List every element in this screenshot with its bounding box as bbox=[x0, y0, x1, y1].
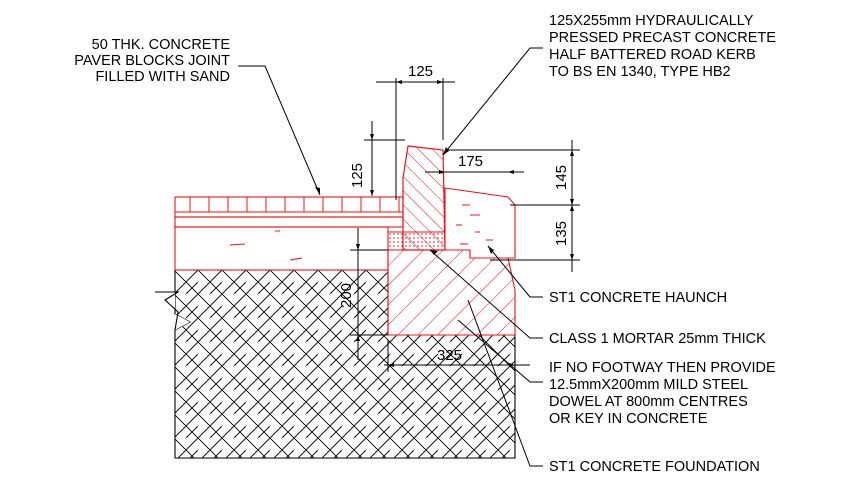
label-haunch: ST1 CONCRETE HAUNCH bbox=[549, 290, 727, 306]
dim-foundation-depth: 200 bbox=[338, 283, 355, 308]
paver-blocks bbox=[174, 196, 404, 271]
svg-text:125X255mm HYDRAULICALLY: 125X255mm HYDRAULICALLY bbox=[549, 13, 754, 29]
dim-haunch-width: 175 bbox=[458, 153, 483, 170]
svg-text:FILLED WITH SAND: FILLED WITH SAND bbox=[95, 69, 230, 85]
dim-haunch-height: 135 bbox=[553, 221, 570, 246]
label-dowel: IF NO FOOTWAY THEN PROVIDE 12.5mmX200mm … bbox=[549, 360, 776, 427]
leader-lines bbox=[238, 47, 543, 467]
label-kerb: 125X255mm HYDRAULICALLY PRESSED PRECAST … bbox=[549, 13, 776, 80]
svg-text:12.5mmX200mm MILD STEEL: 12.5mmX200mm MILD STEEL bbox=[549, 377, 748, 393]
dim-kerb-width: 125 bbox=[408, 63, 433, 80]
dimension-ticks bbox=[356, 80, 574, 367]
dim-foundation-width: 325 bbox=[437, 347, 462, 364]
svg-text:HALF BATTERED ROAD KERB: HALF BATTERED ROAD KERB bbox=[549, 47, 756, 63]
haunch bbox=[444, 187, 516, 259]
label-foundation: ST1 CONCRETE FOUNDATION bbox=[549, 459, 760, 475]
dim-kerb-upstand: 125 bbox=[349, 163, 366, 188]
svg-text:DOWEL AT 800mm CENTRES: DOWEL AT 800mm CENTRES bbox=[549, 394, 748, 410]
kerb bbox=[402, 145, 446, 251]
foundation bbox=[387, 249, 516, 336]
label-paver: 50 THK. CONCRETE PAVER BLOCKS JOINT FILL… bbox=[74, 37, 230, 85]
svg-text:OR KEY IN CONCRETE: OR KEY IN CONCRETE bbox=[549, 411, 708, 427]
svg-text:PRESSED PRECAST CONCRETE: PRESSED PRECAST CONCRETE bbox=[549, 30, 776, 46]
svg-text:PAVER BLOCKS JOINT: PAVER BLOCKS JOINT bbox=[74, 53, 230, 69]
dim-haunch-top: 145 bbox=[553, 165, 570, 190]
svg-text:IF NO FOOTWAY THEN PROVIDE: IF NO FOOTWAY THEN PROVIDE bbox=[549, 360, 776, 376]
svg-text:TO BS EN 1340, TYPE HB2: TO BS EN 1340, TYPE HB2 bbox=[549, 64, 731, 80]
svg-text:50 THK. CONCRETE: 50 THK. CONCRETE bbox=[92, 37, 231, 53]
label-mortar: CLASS 1 MORTAR 25mm THICK bbox=[549, 331, 766, 347]
